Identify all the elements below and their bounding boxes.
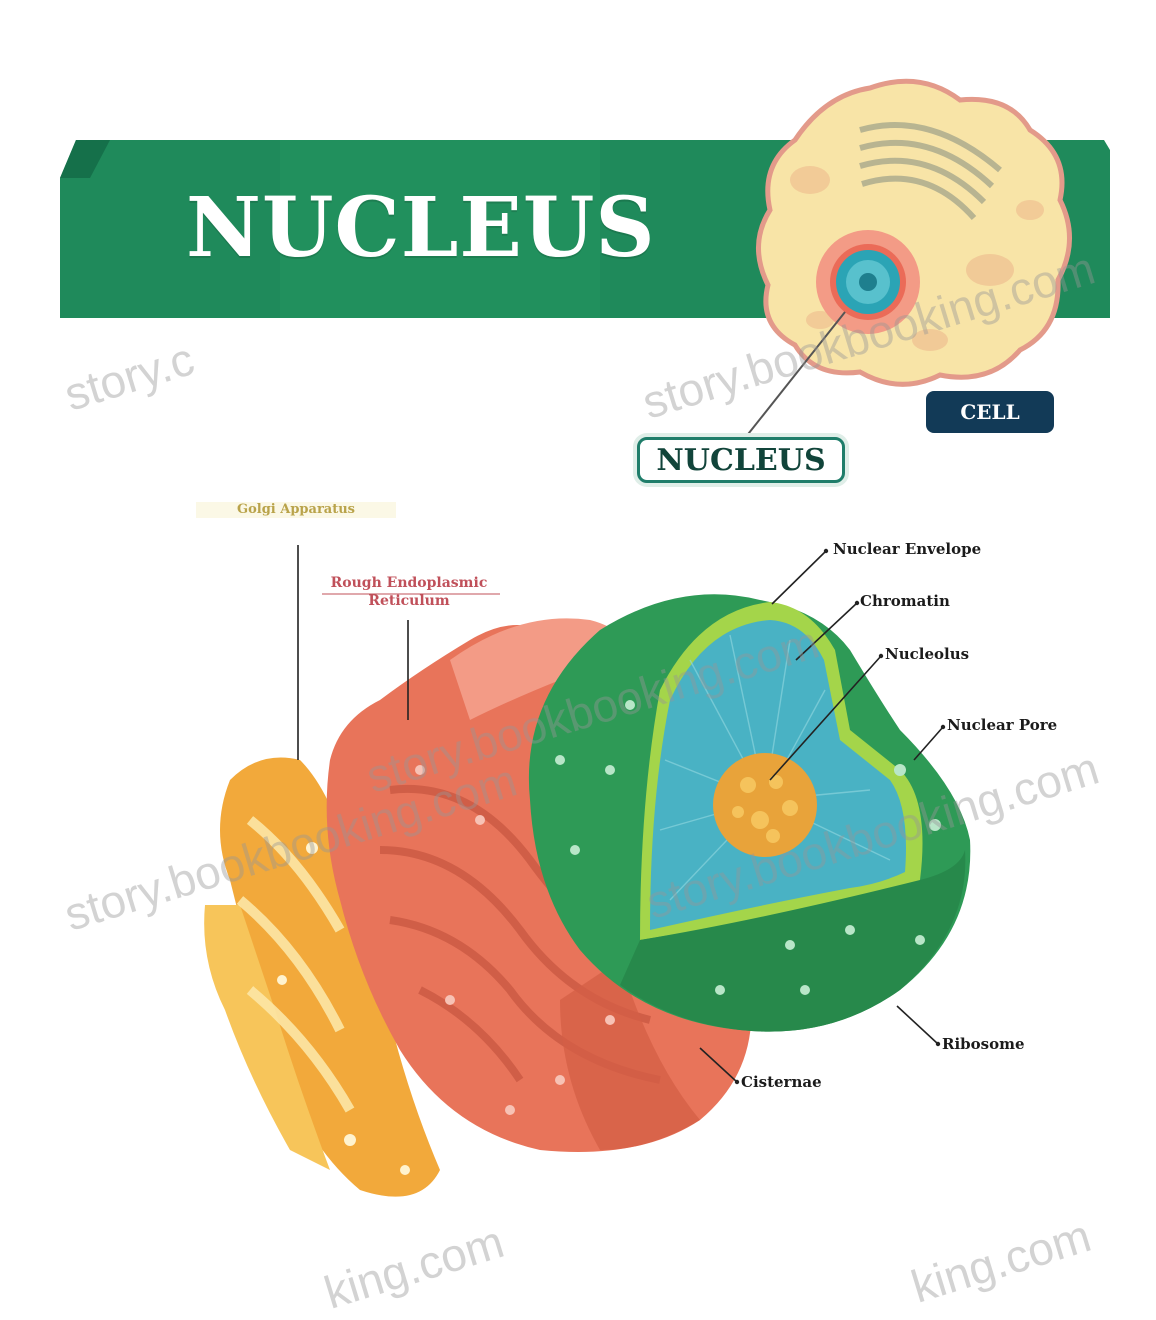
- label-chromatin: Chromatin: [860, 592, 950, 610]
- cell-badge: CELL: [926, 391, 1054, 433]
- label-nucleolus: Nucleolus: [885, 645, 969, 663]
- label-nuclear-pore: Nuclear Pore: [947, 716, 1057, 734]
- label-nuclear-envelope: Nuclear Envelope: [833, 540, 981, 558]
- label-golgi-apparatus: Golgi Apparatus: [196, 502, 396, 518]
- label-cisternae: Cisternae: [741, 1073, 822, 1091]
- label-rough-er-line2: Reticulum: [316, 592, 502, 610]
- label-rough-er: Rough Endoplasmic Reticulum: [316, 574, 502, 610]
- nucleolus-body: [713, 753, 817, 857]
- page-title: NUCLEUS: [186, 178, 656, 278]
- cell-illustration: [758, 81, 1069, 384]
- label-rough-er-line1: Rough Endoplasmic: [316, 574, 502, 592]
- nucleus-badge: NUCLEUS: [637, 437, 845, 483]
- label-ribosome: Ribosome: [942, 1035, 1025, 1053]
